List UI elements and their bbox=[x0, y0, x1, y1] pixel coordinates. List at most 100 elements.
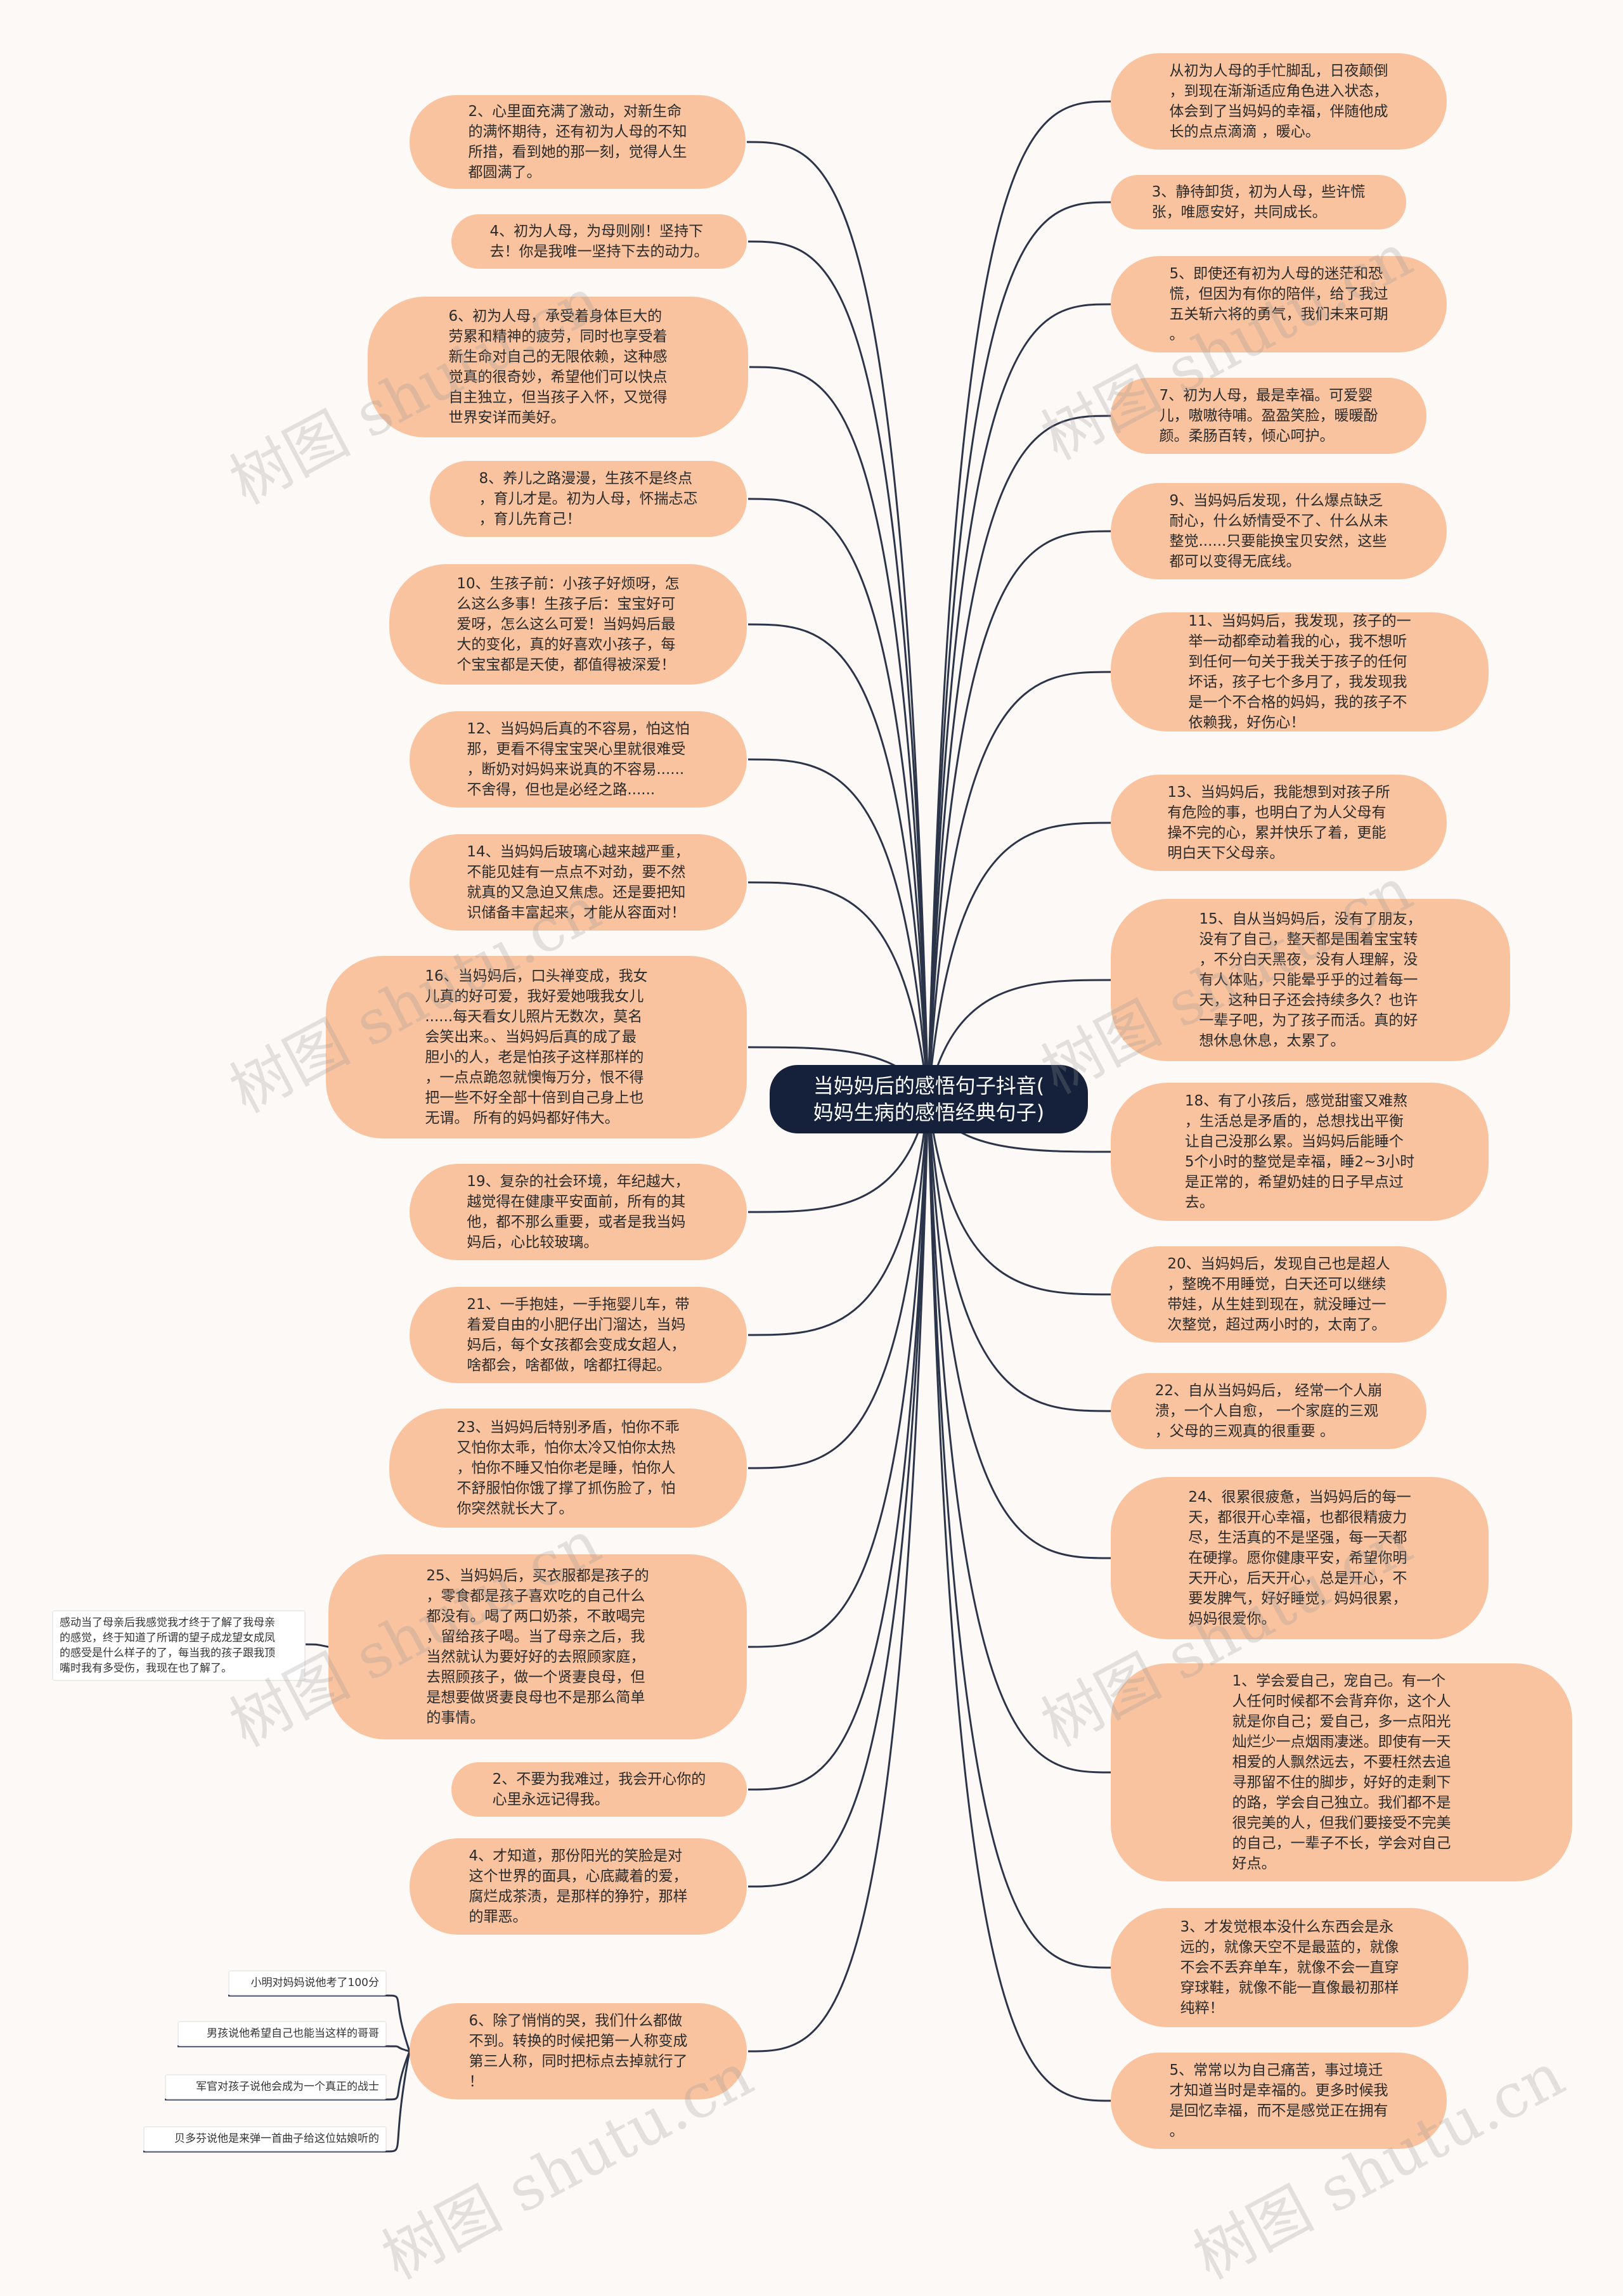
topic-node-left-text: 21、一手抱娃，一手拖婴儿车，带 着爱自由的小肥仔出门溜达，当妈 妈后，每个女孩… bbox=[467, 1296, 690, 1374]
connector bbox=[927, 100, 1113, 1100]
connector bbox=[386, 2051, 411, 2101]
leaf-note[interactable]: 感动当了母亲后我感觉我才终于了解了我母亲 的感觉，终于知道了所谓的望子成龙望女成… bbox=[52, 1610, 306, 1681]
connector bbox=[927, 1099, 1113, 1412]
topic-node-left[interactable]: 23、当妈妈后特别矛盾，怕你不乖 又怕你太乖，怕你太冷又怕你太热 ，怕你不睡又怕… bbox=[389, 1409, 747, 1528]
topic-node-right[interactable]: 9、当妈妈后发现，什么爆点缺乏 耐心，什么娇情受不了、什么从未 整觉......… bbox=[1111, 483, 1447, 579]
leaf-note[interactable]: 军官对孩子说他会成为一个真正的战士 bbox=[165, 2074, 387, 2099]
connector bbox=[386, 1994, 411, 2052]
topic-node-right[interactable]: 从初为人母的手忙脚乱，日夜颠倒 ，到现在渐渐适应角色进入状态， 体会到了当妈妈的… bbox=[1111, 53, 1447, 150]
topic-node-right-text: 5、常常以为自己痛苦，事过境迁 才知道当时是幸福的。更多时候我 是回忆幸福，而不… bbox=[1169, 2062, 1388, 2139]
topic-node-left[interactable]: 6、除了悄悄的哭，我们什么都做 不到。转换的时候把第一人称变成 第三人称，同时把… bbox=[410, 2003, 747, 2099]
connector bbox=[747, 1099, 929, 1648]
topic-node-right[interactable]: 13、当妈妈后，我能想到对孩子所 有危险的事，也明白了为人父母有 操不完的心，累… bbox=[1111, 775, 1447, 871]
topic-node-left[interactable]: 4、才知道，那份阳光的笑脸是对 这个世界的面具，心底藏着的爱， 腐烂成茶渍，是那… bbox=[410, 1838, 747, 1935]
connector bbox=[927, 1099, 1113, 1296]
leaf-note[interactable]: 贝多芬说他是来弹一首曲子给这位姑娘听的 bbox=[143, 2126, 387, 2151]
topic-node-left-text: 6、除了悄悄的哭，我们什么都做 不到。转换的时候把第一人称变成 第三人称，同时把… bbox=[469, 2013, 688, 2090]
topic-node-right-text: 1、学会爱自己，宠自己。有一个 人任何时候都不会背弃你，这个人 就是你自己；爱自… bbox=[1232, 1673, 1451, 1872]
topic-node-right-text: 9、当妈妈后发现，什么爆点缺乏 耐心，什么娇情受不了、什么从未 整觉......… bbox=[1169, 493, 1388, 570]
leaf-note[interactable]: 小明对妈妈说他考了100分 bbox=[228, 1970, 387, 1996]
connector bbox=[386, 2045, 410, 2053]
connector bbox=[927, 822, 1113, 1100]
topic-node-left[interactable]: 16、当妈妈后，口头禅变成，我女 儿真的好可爱，我好爱她哦我女儿 ......每… bbox=[326, 956, 747, 1138]
topic-node-right-text: 3、才发觉根本没什么东西会是永 远的，就像天空不是最蓝的，就像 不会不丢弃单车，… bbox=[1180, 1919, 1399, 2016]
topic-node-left[interactable]: 2、心里面充满了激动，对新生命 的满怀期待，还有初为人母的不知 所措，看到她的那… bbox=[410, 95, 746, 189]
topic-node-right-text: 20、当妈妈后，发现自己也是超人 ，整晚不用睡觉，白天还可以继续 带娃，从生娃到… bbox=[1167, 1256, 1390, 1333]
connector bbox=[747, 1099, 929, 2053]
topic-node-left[interactable]: 6、初为人母，承受着身体巨大的 劳累和精神的疲劳，同时也享受着 新生命对自己的无… bbox=[368, 297, 748, 437]
central-topic[interactable]: 当妈妈后的感悟句子抖音( 妈妈生病的感悟经典句子) bbox=[770, 1065, 1088, 1133]
connector bbox=[305, 1643, 329, 1648]
topic-node-right-text: 15、自从当妈妈后，没有了朋友， 没有了自己，整天都是围着宝宝转 ，不分白天黑夜… bbox=[1199, 911, 1422, 1049]
connector bbox=[927, 979, 1113, 1100]
connector bbox=[927, 201, 1113, 1100]
topic-node-right[interactable]: 18、有了小孩后，感觉甜蜜又难熬 ，生活总是矛盾的，总想找出平衡 让自己没那么累… bbox=[1111, 1083, 1489, 1221]
connector bbox=[747, 1099, 929, 1213]
topic-node-left-text: 23、当妈妈后特别矛盾，怕你不乖 又怕你太乖，怕你太冷又怕你太热 ，怕你不睡又怕… bbox=[456, 1419, 680, 1517]
topic-node-right[interactable]: 22、自从当妈妈后， 经常一个人崩 溃，一个人自愈， 一个家庭的三观 ，父母的三… bbox=[1111, 1373, 1426, 1449]
topic-node-left-text: 10、生孩子前：小孩子好烦呀，怎 么这么多事！生孩子后：宝宝好可 爱呀，怎么这么… bbox=[456, 576, 680, 673]
topic-node-right-text: 18、有了小孩后，感觉甜蜜又难熬 ，生活总是矛盾的，总想找出平衡 让自己没那么累… bbox=[1184, 1093, 1415, 1211]
topic-node-left-text: 6、初为人母，承受着身体巨大的 劳累和精神的疲劳，同时也享受着 新生命对自己的无… bbox=[448, 308, 668, 426]
topic-node-left[interactable]: 25、当妈妈后，买衣服都是孩子的 ，零食都是孩子喜欢吃的自己什么 都没有。喝了两… bbox=[328, 1554, 747, 1739]
topic-node-left[interactable]: 8、养儿之路漫漫，生孩不是终点 ，育儿才是。初为人母，怀揣忐忑 ，育儿先育己！ bbox=[430, 461, 747, 537]
topic-node-left-text: 2、心里面充满了激动，对新生命 的满怀期待，还有初为人母的不知 所措，看到她的那… bbox=[468, 103, 687, 181]
topic-node-right[interactable]: 15、自从当妈妈后，没有了朋友， 没有了自己，整天都是围着宝宝转 ，不分白天黑夜… bbox=[1111, 899, 1510, 1061]
topic-node-right[interactable]: 11、当妈妈后，我发现，孩子的一 举一动都牵动着我的心，我不想听 到任何一句关于… bbox=[1111, 612, 1489, 732]
topic-node-right[interactable]: 5、常常以为自己痛苦，事过境迁 才知道当时是幸福的。更多时候我 是回忆幸福，而不… bbox=[1111, 2053, 1447, 2149]
connector bbox=[746, 141, 929, 1100]
connector bbox=[747, 623, 929, 1100]
topic-node-left-text: 8、养儿之路漫漫，生孩不是终点 ，育儿才是。初为人母，怀揣忐忑 ，育儿先育己！ bbox=[479, 470, 698, 527]
connector bbox=[747, 881, 929, 1100]
topic-node-right-text: 24、很累很疲惫，当妈妈后的每一 天，都很开心幸福，也都很精疲力 尽，生活真的不… bbox=[1188, 1489, 1411, 1627]
topic-node-left-text: 25、当妈妈后，买衣服都是孩子的 ，零食都是孩子喜欢吃的自己什么 都没有。喝了两… bbox=[426, 1568, 649, 1726]
topic-node-right-text: 13、当妈妈后，我能想到对孩子所 有危险的事，也明白了为人父母有 操不完的心，累… bbox=[1167, 784, 1390, 861]
topic-node-right-text: 11、当妈妈后，我发现，孩子的一 举一动都牵动着我的心，我不想听 到任何一句关于… bbox=[1188, 613, 1411, 731]
connector bbox=[927, 1099, 1113, 1559]
connector bbox=[747, 498, 929, 1100]
connector bbox=[927, 671, 1113, 1100]
connector bbox=[749, 366, 929, 1100]
topic-node-left-text: 4、才知道，那份阳光的笑脸是对 这个世界的面具，心底藏着的爱， 腐烂成茶渍，是那… bbox=[469, 1848, 688, 1925]
topic-node-left-text: 4、初为人母，为母则刚！坚持下 去！你是我唯一坚持下去的动力。 bbox=[489, 223, 709, 260]
topic-node-left[interactable]: 19、复杂的社会环境，年纪越大， 越觉得在健康平安面前，所有的其 他，都不那么重… bbox=[410, 1164, 747, 1260]
connector bbox=[747, 1099, 929, 1336]
topic-node-left[interactable]: 21、一手抱娃，一手拖婴儿车，带 着爱自由的小肥仔出门溜达，当妈 妈后，每个女孩… bbox=[410, 1287, 747, 1383]
topic-node-right[interactable]: 20、当妈妈后，发现自己也是超人 ，整晚不用睡觉，白天还可以继续 带娃，从生娃到… bbox=[1111, 1246, 1447, 1343]
topic-node-right-text: 从初为人母的手忙脚乱，日夜颠倒 ，到现在渐渐适应角色进入状态， 体会到了当妈妈的… bbox=[1169, 63, 1388, 140]
topic-node-right[interactable]: 1、学会爱自己，宠自己。有一个 人任何时候都不会背弃你，这个人 就是你自己；爱自… bbox=[1111, 1663, 1572, 1881]
connector bbox=[747, 1099, 929, 1791]
connector bbox=[747, 758, 929, 1100]
topic-node-right-text: 22、自从当妈妈后， 经常一个人崩 溃，一个人自愈， 一个家庭的三观 ，父母的三… bbox=[1154, 1383, 1383, 1440]
connector bbox=[927, 303, 1113, 1100]
topic-node-right-text: 5、即使还有初为人母的迷茫和恐 慌，但因为有你的陪伴，给了我过 五关斩六将的勇气… bbox=[1169, 266, 1388, 343]
topic-node-left[interactable]: 10、生孩子前：小孩子好烦呀，怎 么这么多事！生孩子后：宝宝好可 爱呀，怎么这么… bbox=[389, 564, 747, 685]
central-topic-label: 当妈妈后的感悟句子抖音( 妈妈生病的感悟经典句子) bbox=[813, 1074, 1045, 1125]
topic-node-right[interactable]: 5、即使还有初为人母的迷茫和恐 慌，但因为有你的陪伴，给了我过 五关斩六将的勇气… bbox=[1111, 256, 1447, 352]
topic-node-right[interactable]: 3、才发觉根本没什么东西会是永 远的，就像天空不是最蓝的，就像 不会不丢弃单车，… bbox=[1111, 1908, 1468, 2027]
connector bbox=[927, 1099, 1113, 1969]
topic-node-left[interactable]: 12、当妈妈后真的不容易，怕这怕 那，更看不得宝宝哭心里就很难受 ，断奶对妈妈来… bbox=[410, 711, 747, 808]
connector bbox=[927, 530, 1113, 1100]
connector bbox=[927, 1099, 1113, 1774]
topic-node-right[interactable]: 3、静待卸货，初为人母，些许慌 张，唯愿安好，共同成长。 bbox=[1111, 175, 1406, 229]
topic-node-right[interactable]: 24、很累很疲惫，当妈妈后的每一 天，都很开心幸福，也都很精疲力 尽，生活真的不… bbox=[1111, 1477, 1489, 1639]
connector bbox=[927, 1099, 1113, 2102]
topic-node-right[interactable]: 7、初为人母，最是幸福。可爱婴 儿，嗷嗷待哺。盈盈笑脸，暖暖酚 颜。柔肠百转，倾… bbox=[1111, 378, 1426, 454]
topic-node-left-text: 16、当妈妈后，口头禅变成，我女 儿真的好可爱，我好爱她哦我女儿 ......每… bbox=[425, 968, 648, 1126]
connector bbox=[747, 1099, 929, 1469]
topic-node-left-text: 14、当妈妈后玻璃心越来越严重， 不能见娃有一点点不对劲，要不然 就真的又急迫又… bbox=[467, 844, 690, 921]
topic-node-left-text: 2、不要为我难过，我会开心你的 心里永远记得我。 bbox=[492, 1771, 706, 1808]
topic-node-right-text: 3、静待卸货，初为人母，些许慌 张，唯愿安好，共同成长。 bbox=[1151, 184, 1366, 221]
topic-node-left[interactable]: 14、当妈妈后玻璃心越来越严重， 不能见娃有一点点不对劲，要不然 就真的又急迫又… bbox=[410, 834, 747, 931]
connector bbox=[747, 240, 929, 1100]
connector bbox=[747, 1099, 929, 1888]
connector bbox=[927, 415, 1113, 1100]
topic-node-right-text: 7、初为人母，最是幸福。可爱婴 儿，嗷嗷待哺。盈盈笑脸，暖暖酚 颜。柔肠百转，倾… bbox=[1159, 387, 1378, 444]
topic-node-left[interactable]: 2、不要为我难过，我会开心你的 心里永远记得我。 bbox=[451, 1762, 747, 1817]
leaf-note[interactable]: 男孩说他希望自己也能当这样的哥哥 bbox=[178, 2021, 387, 2046]
topic-node-left-text: 12、当妈妈后真的不容易，怕这怕 那，更看不得宝宝哭心里就很难受 ，断奶对妈妈来… bbox=[467, 721, 690, 798]
connector-lines bbox=[143, 100, 1113, 2153]
topic-node-left-text: 19、复杂的社会环境，年纪越大， 越觉得在健康平安面前，所有的其 他，都不那么重… bbox=[467, 1173, 690, 1251]
topic-node-left[interactable]: 4、初为人母，为母则刚！坚持下 去！你是我唯一坚持下去的动力。 bbox=[451, 214, 747, 269]
